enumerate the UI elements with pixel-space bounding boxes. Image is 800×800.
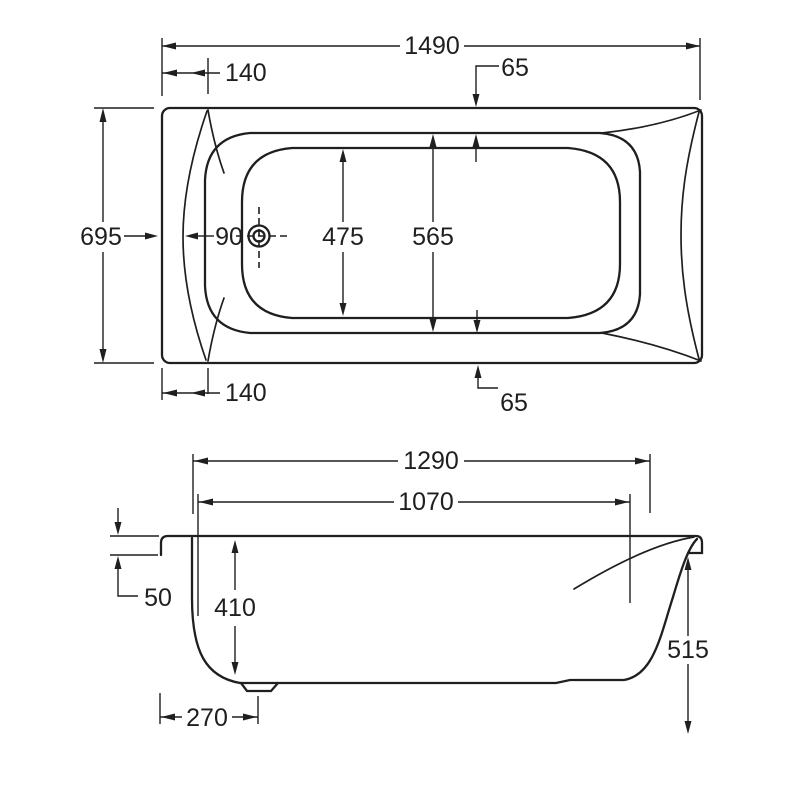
left-wall-profile xyxy=(190,536,242,685)
dim-label-end-offset-bottom: 140 xyxy=(225,379,267,407)
drain-boss xyxy=(239,681,280,693)
dim-floor-width: 475 xyxy=(322,149,364,316)
dim-overall-length: 1490 xyxy=(161,32,701,100)
dim-label-inner-depth: 410 xyxy=(214,594,256,622)
dim-inner-depth: 410 xyxy=(214,540,256,675)
left-end-edge-top xyxy=(207,109,225,174)
tub-rim-opening xyxy=(203,131,642,335)
dim-label-rim-length: 1290 xyxy=(403,447,459,475)
dim-end-offset-top: 140 xyxy=(162,58,267,94)
bottom-and-backrest-profile xyxy=(238,537,699,685)
backrest-fan-bottom xyxy=(601,332,702,362)
dim-label-end-offset-top: 140 xyxy=(225,59,267,87)
left-end-slope-curve xyxy=(182,110,208,361)
dim-end-offset-bottom: 140 xyxy=(161,368,267,407)
top-view: 1490 140 65 695 xyxy=(80,32,704,417)
dim-overall-height: 515 xyxy=(667,557,709,734)
dim-label-rim-inset-top: 65 xyxy=(501,54,529,82)
dim-overall-width: 695 xyxy=(80,107,158,364)
dim-rim-inset-top: 65 xyxy=(472,54,529,162)
backrest-fan-top xyxy=(601,109,702,134)
left-end-edge-bottom xyxy=(207,297,225,362)
rim-profile xyxy=(159,534,704,557)
tub-floor-outline xyxy=(240,146,622,320)
dim-rim-opening-width: 565 xyxy=(412,134,454,332)
dim-label-drain: 90 xyxy=(215,223,243,251)
tub-outer-rim xyxy=(160,106,704,365)
dim-label-floor-width: 475 xyxy=(322,223,364,251)
dim-label-overall-length: 1490 xyxy=(404,32,460,60)
dim-rim-inset-bottom: 65 xyxy=(473,310,528,417)
drain-symbol xyxy=(236,207,288,268)
dim-label-lip-height: 50 xyxy=(144,584,172,612)
dim-label-drain-offset: 270 xyxy=(186,704,228,732)
dim-label-overall-height: 515 xyxy=(667,636,709,664)
dim-label-opening-length: 1070 xyxy=(398,488,454,516)
dim-label-overall-width: 695 xyxy=(80,223,122,251)
dim-drain: 90 xyxy=(185,223,243,251)
dim-rim-length: 1290 xyxy=(192,447,651,514)
backrest-slope-curve xyxy=(680,111,700,360)
dim-label-rim-opening-width: 565 xyxy=(412,223,454,251)
backrest-inner-curve xyxy=(573,536,695,590)
dim-opening-length: 1070 xyxy=(197,488,631,616)
side-view: 1290 1070 50 410 xyxy=(110,447,709,734)
dim-lip-height: 50 xyxy=(110,508,172,612)
dim-drain-offset: 270 xyxy=(159,693,259,732)
dim-label-rim-inset-bottom: 65 xyxy=(500,389,528,417)
